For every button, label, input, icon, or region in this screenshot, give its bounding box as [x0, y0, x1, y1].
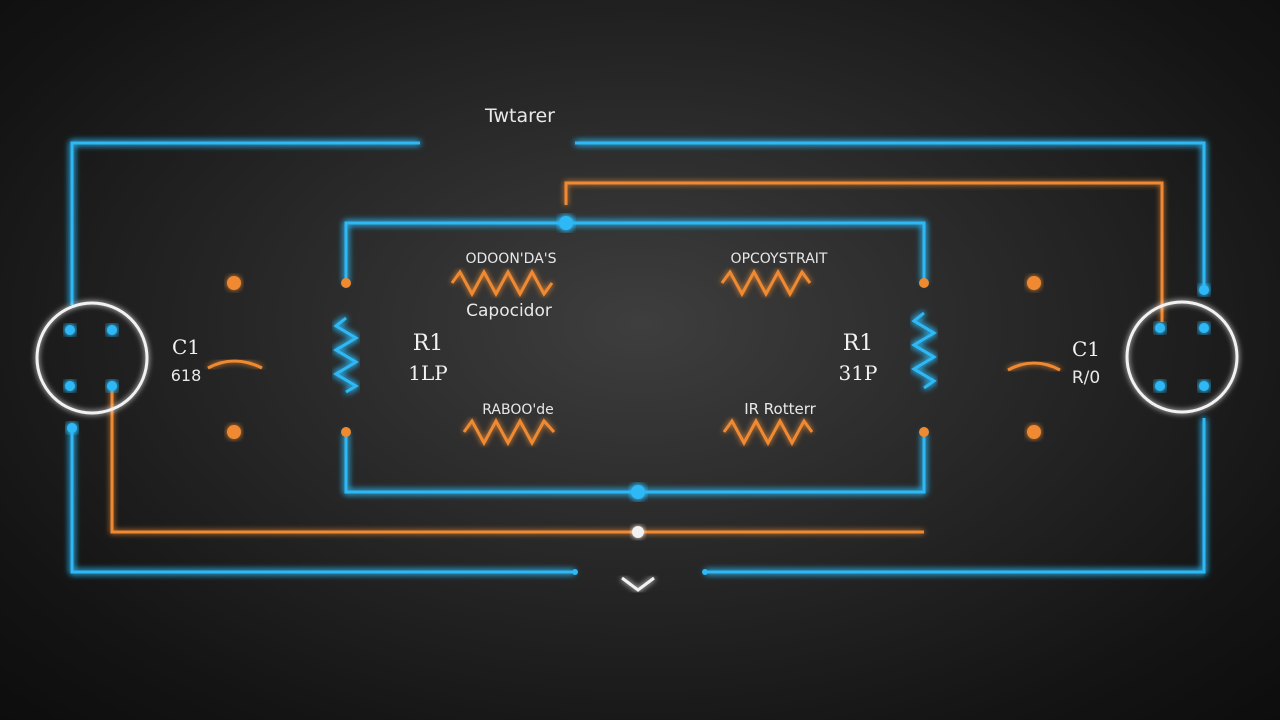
right-element-ring — [1125, 300, 1239, 414]
junction-bottom-blue — [631, 485, 645, 499]
label-right-resistor-value: 31P — [839, 361, 878, 385]
junction-o-924-bot — [919, 427, 929, 437]
junction-o-346-bot — [341, 427, 351, 437]
junction-o-346-top — [341, 278, 351, 288]
junction-o-tr — [1027, 276, 1041, 290]
junction-outer-tr — [1199, 285, 1209, 295]
left-element-dot-2 — [107, 325, 117, 335]
label-resistor-top-right: OPCOYSTRAIT — [731, 251, 828, 267]
junction-o-tl — [227, 276, 241, 290]
resistor-bottom-right — [722, 417, 814, 447]
label-right-capacitor-value: R/0 — [1072, 368, 1100, 388]
wire-inner-rect-bottom — [344, 432, 926, 494]
right-element-dot-3 — [1155, 381, 1165, 391]
capacitor-right-curve — [1007, 361, 1061, 372]
right-element-dot-4 — [1199, 381, 1209, 391]
wire-outer-left-bottom — [70, 428, 575, 574]
junction-o-br — [1027, 425, 1041, 439]
ground-arrow — [621, 576, 655, 592]
left-element-dot-1 — [65, 325, 75, 335]
label-left-resistor-name: R1 — [413, 331, 444, 356]
left-round-element — [35, 301, 149, 415]
resistor-left-vertical — [333, 316, 359, 394]
orange-wiring — [110, 181, 1164, 534]
label-capacitor: Capocidor — [466, 301, 552, 321]
resistor-bottom-left — [462, 417, 556, 447]
junction-o-bl — [227, 425, 241, 439]
left-element-ring — [35, 301, 149, 415]
junction-outer-bb2 — [702, 569, 708, 575]
label-right-capacitor-name: C1 — [1072, 337, 1100, 361]
label-left-capacitor-value: 618 — [171, 366, 202, 385]
right-element-dot-2 — [1199, 323, 1209, 333]
blue-wiring — [67, 141, 1209, 578]
wire-outer-top-left — [70, 141, 420, 305]
junction-top-blue — [559, 216, 573, 230]
resistor-top-left — [450, 268, 554, 298]
left-element-dot-4 — [107, 381, 117, 391]
wire-outer-right-bottom — [705, 418, 1206, 574]
top-component-symbol — [432, 146, 604, 184]
right-round-element — [1125, 300, 1239, 414]
junction-outer-bb — [572, 569, 578, 575]
resistor-top-right — [720, 268, 812, 298]
wire-outer-top-right — [575, 141, 1206, 290]
wire-orange-top-loop — [564, 181, 1164, 322]
right-element-dot-1 — [1155, 323, 1165, 333]
capacitor-left-curve — [207, 359, 263, 370]
label-top-component: Twtarer — [484, 105, 555, 127]
wire-orange-bottom-loop — [110, 386, 924, 534]
label-resistor-bottom-left: RABOO'de — [482, 402, 553, 418]
label-left-capacitor-name: C1 — [172, 335, 200, 359]
left-element-dot-3 — [65, 381, 75, 391]
labels: Twtarer ODOON'DA'S Capocidor OPCOYSTRAIT… — [171, 105, 1100, 418]
label-resistor-top-left: ODOON'DA'S — [465, 251, 556, 267]
wire-inner-rect — [344, 221, 926, 283]
junction-o-924-top — [919, 278, 929, 288]
ground-symbol — [582, 526, 698, 660]
label-resistor-bottom-right: IR Rotterr — [744, 400, 816, 418]
label-right-resistor-name: R1 — [843, 331, 874, 356]
label-left-resistor-value: 1LP — [408, 361, 447, 385]
junction-outer-bl — [67, 423, 77, 433]
resistor-right-vertical — [911, 311, 937, 390]
